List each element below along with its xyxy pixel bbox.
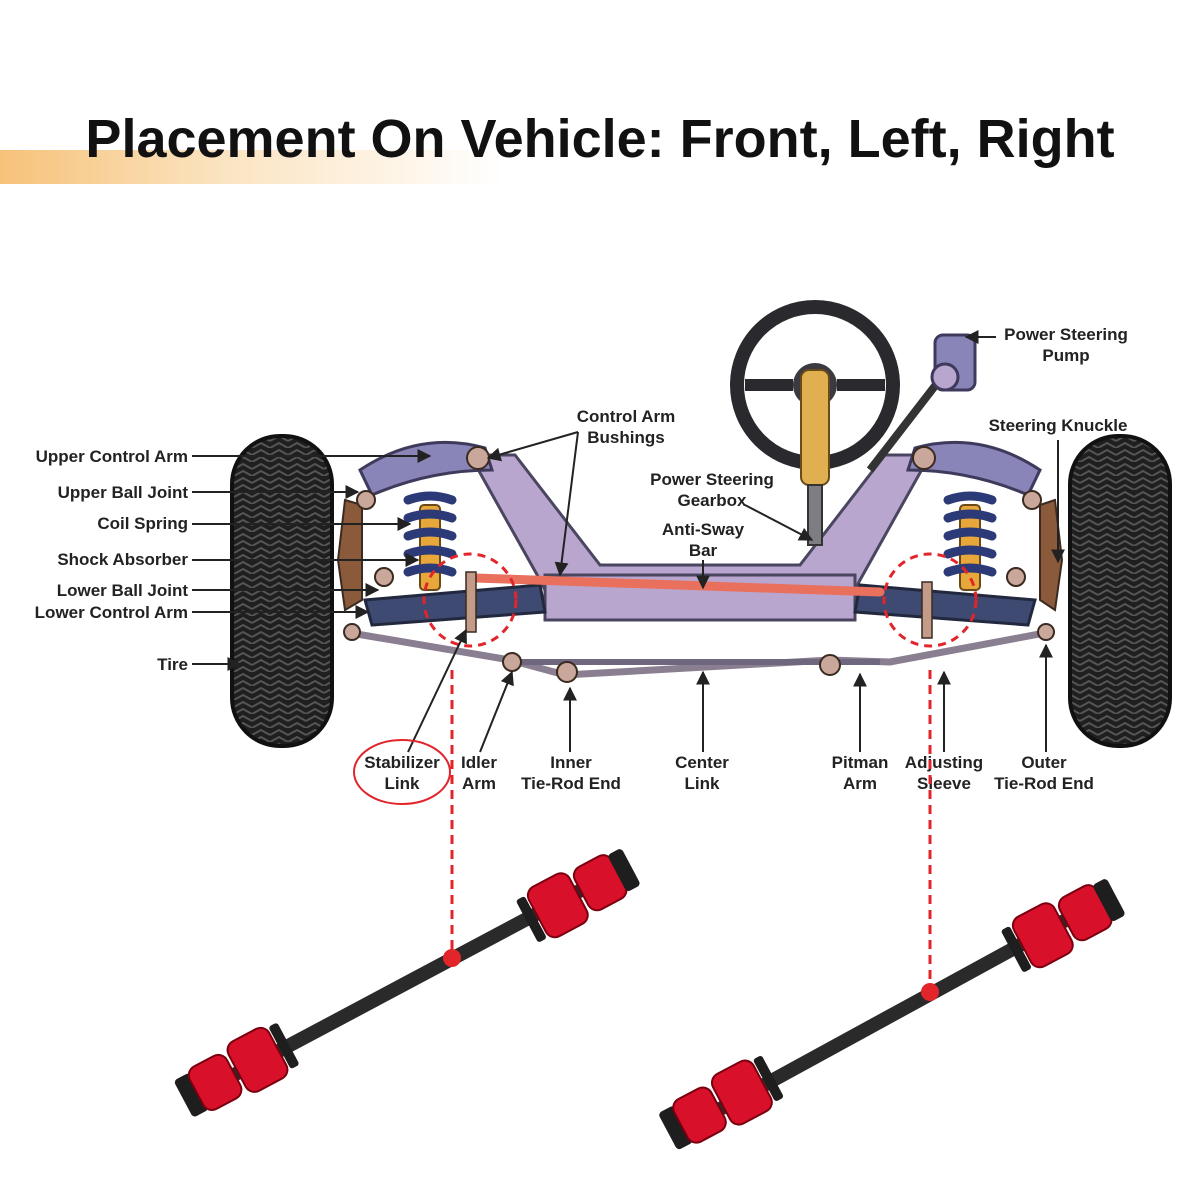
label-steering-knuckle: Steering Knuckle	[989, 416, 1128, 435]
right-control-arm-bushing	[912, 446, 936, 470]
left-placement-dot	[443, 949, 461, 967]
left-lower-ball-joint	[374, 567, 394, 587]
pitman-arm-joint	[819, 654, 841, 676]
right-coil-spring	[943, 491, 997, 577]
label-pitman-arm-line1: Pitman	[832, 753, 889, 772]
tie-rod-assembly	[344, 628, 1051, 679]
right-stabilizer-highlight	[882, 552, 978, 648]
right-lower-control-arm	[853, 583, 1037, 627]
left-stabilizer-link-post	[465, 571, 477, 633]
label-shock-absorber: Shock Absorber	[57, 550, 188, 569]
label-inner-tie-rod-end-line2: Tie-Rod End	[521, 774, 621, 793]
anti-sway-bar	[470, 573, 885, 597]
label-power-steering-gearbox-line1: Power Steering	[650, 470, 774, 489]
label-lower-control-arm: Lower Control Arm	[35, 603, 188, 622]
label-adjusting-sleeve-line2: Sleeve	[917, 774, 971, 793]
label-upper-control-arm: Upper Control Arm	[36, 447, 188, 466]
right-tire	[1068, 434, 1172, 748]
left-lower-control-arm	[363, 583, 547, 627]
label-center-link-line1: Center	[675, 753, 729, 772]
label-control-arm-bushings-line2: Bushings	[587, 428, 664, 447]
page-title: Placement On Vehicle: Front, Left, Right	[85, 109, 1115, 169]
label-control-arm-bushings-line1: Control Arm	[577, 407, 676, 426]
label-anti-sway-bar-line2: Bar	[689, 541, 718, 560]
label-center-link-line2: Link	[685, 774, 720, 793]
steering-column	[800, 369, 830, 486]
label-power-steering-pump-line2: Pump	[1042, 346, 1089, 365]
right-upper-control-arm	[905, 440, 1042, 497]
label-pitman-arm-line2: Arm	[843, 774, 877, 793]
label-outer-tie-rod-end-line1: Outer	[1021, 753, 1067, 772]
right-stabilizer-link-product	[659, 879, 1125, 1150]
left-steering-knuckle	[336, 498, 363, 612]
idler-arm-joint	[502, 652, 522, 672]
label-idler-arm-line2: Arm	[462, 774, 496, 793]
inner-tie-rod-end-joint	[556, 661, 578, 683]
left-stabilizer-link-product	[174, 849, 640, 1117]
title-highlight-bar	[0, 150, 1200, 184]
label-lower-ball-joint: Lower Ball Joint	[57, 581, 189, 600]
right-stabilizer-link-post	[921, 581, 933, 639]
label-anti-sway-bar-line1: Anti-Sway	[662, 520, 745, 539]
left-control-arm-bushing	[466, 446, 490, 470]
left-upper-ball-joint	[356, 490, 376, 510]
label-coil-spring: Coil Spring	[97, 514, 188, 533]
outer-tie-rod-end-joint	[1037, 623, 1055, 641]
right-lower-ball-joint	[1006, 567, 1026, 587]
label-power-steering-pump-line1: Power Steering	[1004, 325, 1128, 344]
label-stabilizer-link-line2: Link	[385, 774, 420, 793]
label-tire: Tire	[157, 655, 188, 674]
left-outer-tie-rod-end-joint	[343, 623, 361, 641]
label-upper-ball-joint: Upper Ball Joint	[58, 483, 189, 502]
left-coil-spring	[403, 491, 457, 577]
power-steering-pump	[930, 333, 977, 392]
right-upper-ball-joint	[1022, 490, 1042, 510]
label-adjusting-sleeve-line1: Adjusting	[905, 753, 983, 772]
power-steering-gearbox-body	[807, 484, 823, 546]
label-power-steering-gearbox-line2: Gearbox	[678, 491, 748, 510]
stabilizer-link-label-highlight	[353, 739, 451, 805]
label-idler-arm-line1: Idler	[461, 753, 497, 772]
right-placement-dot	[921, 983, 939, 1001]
label-outer-tie-rod-end-line2: Tie-Rod End	[994, 774, 1094, 793]
label-stabilizer-link-line1: Stabilizer	[364, 753, 440, 772]
left-stabilizer-highlight	[422, 552, 518, 648]
label-inner-tie-rod-end-line1: Inner	[550, 753, 592, 772]
